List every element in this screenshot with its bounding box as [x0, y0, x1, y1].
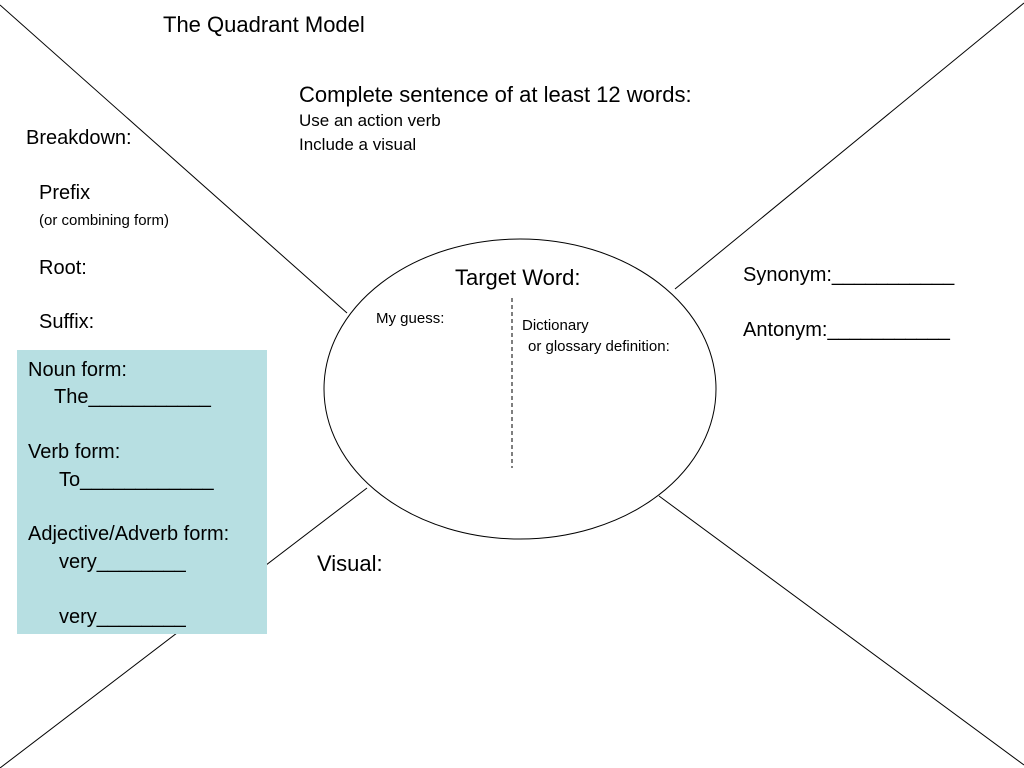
- synonym-field: Synonym:___________: [743, 264, 955, 286]
- visual-label: Visual:: [317, 551, 383, 576]
- sentence-instruction-1: Use an action verb: [299, 111, 441, 130]
- antonym-field: Antonym:___________: [743, 319, 950, 341]
- my-guess-label: My guess:: [376, 310, 445, 327]
- sentence-heading: Complete sentence of at least 12 words:: [299, 82, 692, 107]
- page-title: The Quadrant Model: [163, 12, 365, 37]
- diagonal-bottom-right: [658, 495, 1024, 766]
- noun-form-label: Noun form:: [28, 359, 127, 381]
- verb-form-blank: To____________: [59, 469, 214, 491]
- diagonal-top-right: [674, 2, 1024, 290]
- dictionary-label: Dictionary: [522, 317, 589, 334]
- prefix-label: Prefix: [39, 182, 91, 204]
- sentence-instruction-2: Include a visual: [299, 135, 417, 154]
- adjective-adverb-label: Adjective/Adverb form:: [28, 523, 230, 545]
- breakdown-heading: Breakdown:: [26, 127, 132, 149]
- noun-form-blank: The___________: [54, 386, 211, 408]
- adjective-blank-2: very________: [59, 606, 186, 628]
- verb-form-label: Verb form:: [28, 441, 121, 463]
- target-word-label: Target Word:: [455, 265, 581, 290]
- target-word-oval: [323, 238, 717, 540]
- prefix-note: (or combining form): [39, 212, 170, 229]
- word-forms-box: Noun form: The___________ Verb form: To_…: [17, 350, 267, 634]
- adjective-blank-1: very________: [59, 551, 186, 573]
- diagonal-top-left: [0, 4, 348, 314]
- glossary-definition-label: or glossary definition:: [528, 338, 670, 355]
- suffix-label: Suffix:: [39, 311, 95, 333]
- root-label: Root:: [39, 257, 87, 279]
